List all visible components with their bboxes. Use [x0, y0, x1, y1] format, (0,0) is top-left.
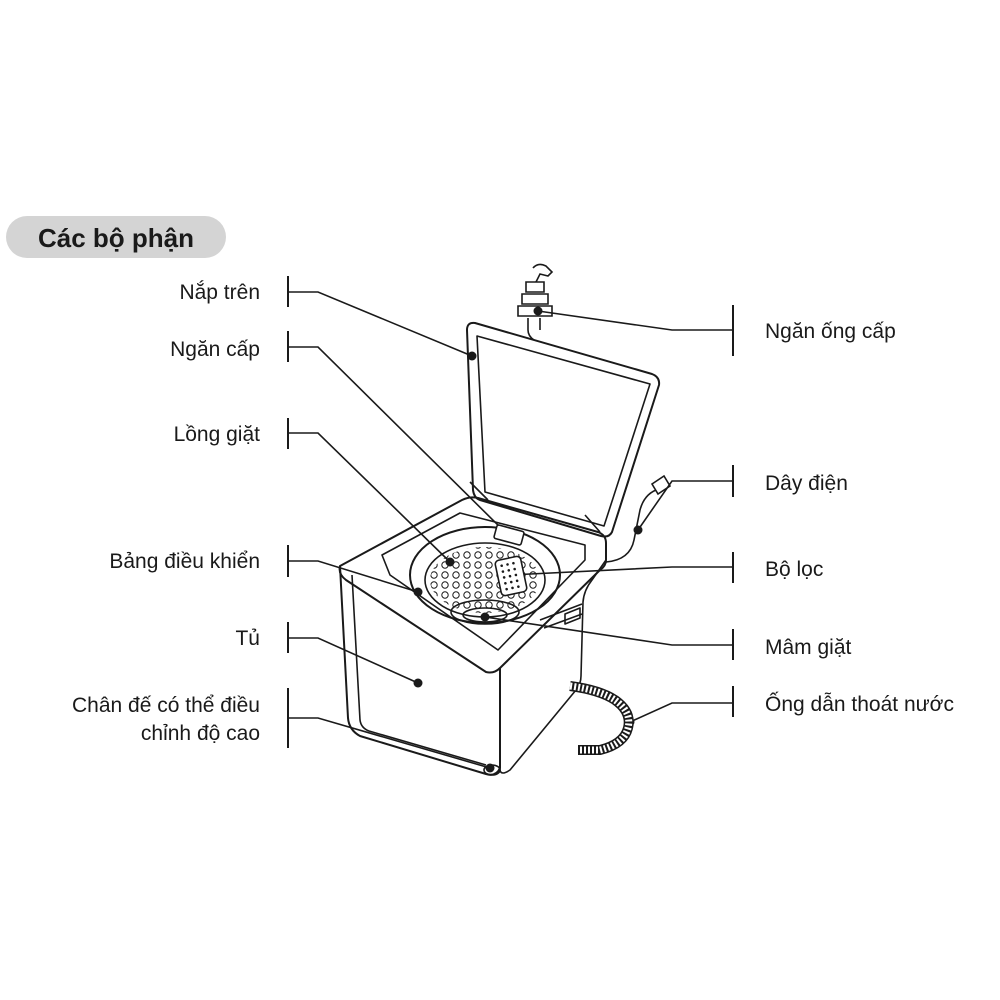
label-ong-dan-thoat-nuoc: Ống dẫn thoát nước: [765, 693, 954, 716]
washing-machine: [338, 321, 661, 776]
top-lid: [466, 321, 661, 538]
drain-hose: [569, 681, 634, 755]
label-ngan-cap: Ngăn cấp: [170, 338, 260, 361]
label-chan-de-line1: Chân đế có thể điều: [72, 694, 260, 717]
label-nap-tren: Nắp trên: [179, 281, 260, 304]
section-title: Các bộ phận: [38, 223, 195, 253]
label-day-dien: Dây điện: [765, 472, 848, 495]
label-mam-giat: Mâm giặt: [765, 636, 852, 659]
water-inlet: [517, 263, 554, 341]
label-bo-loc: Bộ lọc: [765, 558, 824, 581]
wash-drum: [409, 524, 561, 625]
label-long-giat: Lồng giặt: [173, 423, 260, 446]
cabinet: [339, 565, 501, 776]
label-ngan-ong-cap: Ngăn ống cấp: [765, 320, 896, 343]
label-bang-dieu-khien: Bảng điều khiển: [109, 550, 260, 573]
label-chan-de-line2: chỉnh độ cao: [140, 722, 260, 745]
power-cord: [605, 474, 672, 563]
adjustable-foot: [483, 764, 501, 776]
leader-dots: [413, 306, 643, 773]
label-tu: Tủ: [235, 627, 260, 650]
title-pill: [6, 216, 226, 258]
